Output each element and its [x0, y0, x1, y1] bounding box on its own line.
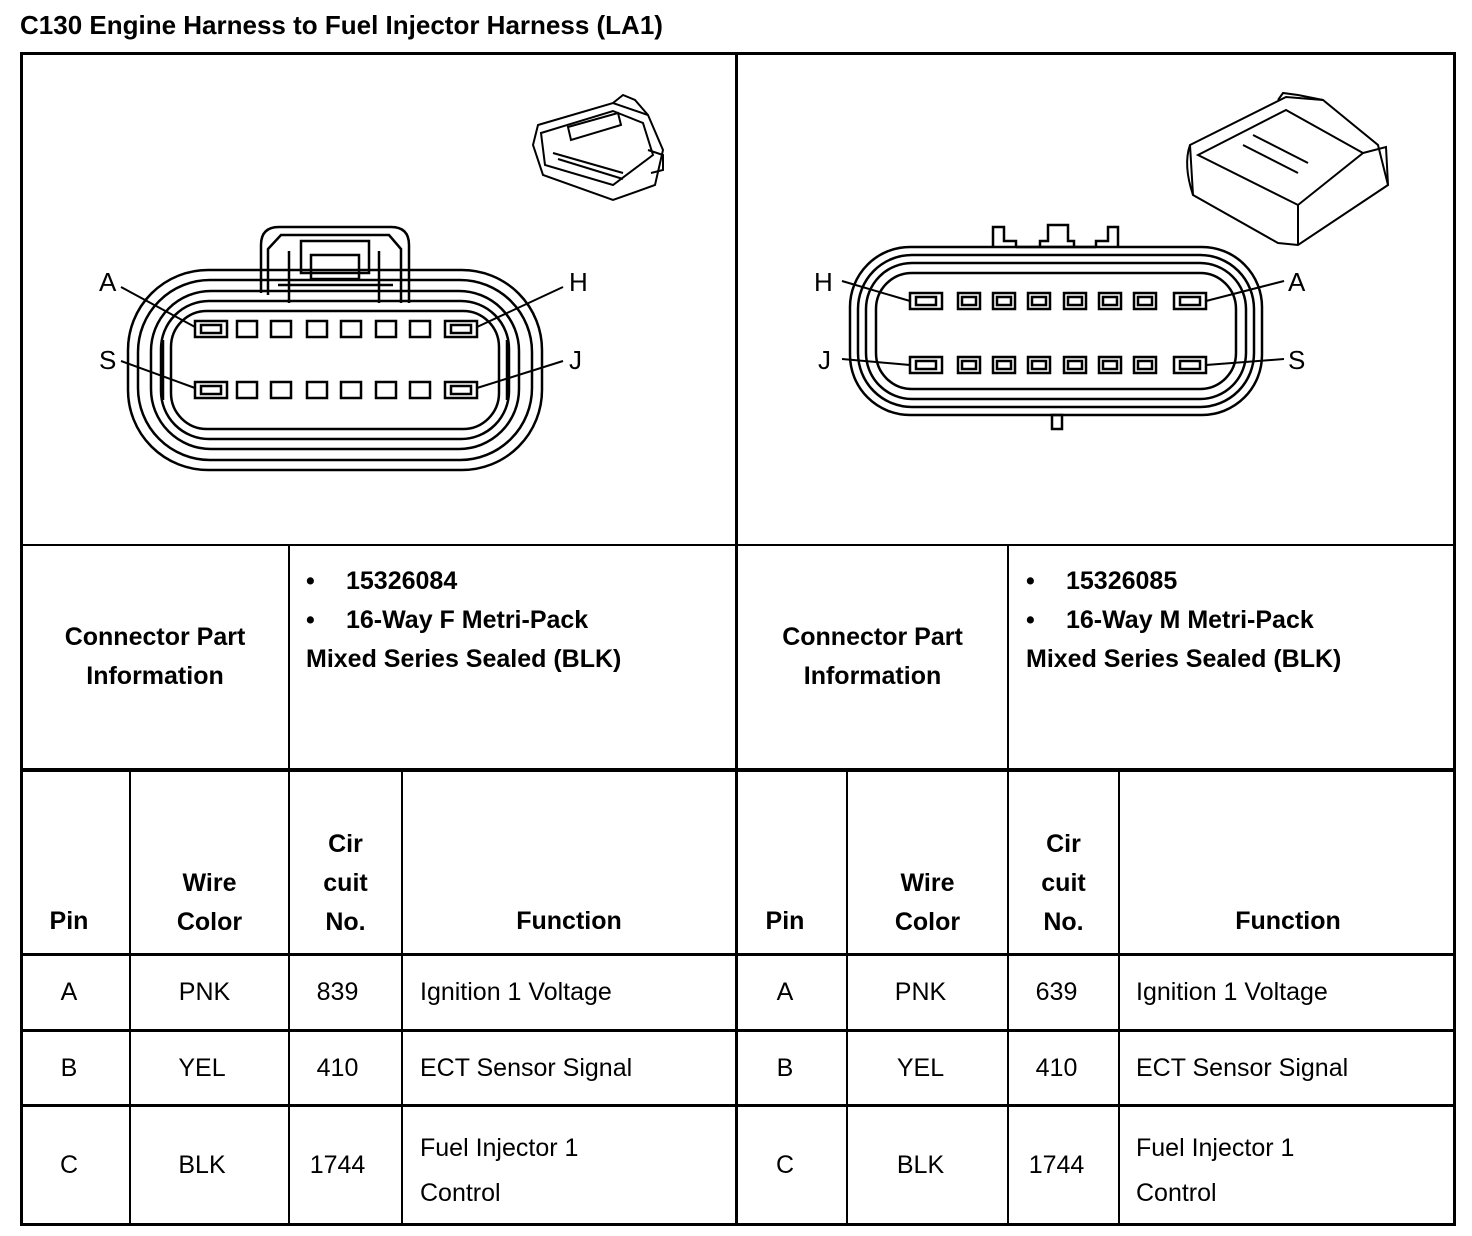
male-pin-terminals: [908, 291, 1208, 375]
right-part-desc-line: • 16-Way M Metri-Pack: [1026, 601, 1446, 640]
left-row-c-function: Fuel Injector 1 Control: [420, 1126, 730, 1216]
left-circuit-divider: [401, 770, 403, 1226]
left-part-number: 15326084: [346, 567, 458, 595]
left-header-circuit: Cir cuit No.: [290, 825, 401, 942]
left-connector-part-label: Connector Part Information: [22, 618, 288, 696]
row-b-bottom-rule: [20, 1104, 1456, 1107]
left-pin-label-s: S: [99, 345, 116, 375]
right-header-pin: Pin: [765, 907, 805, 935]
left-header-wire-color: Wire Color: [131, 864, 288, 942]
right-pin-label-j: J: [818, 345, 831, 375]
left-row-a-wire: PNK: [178, 978, 231, 1006]
bullet: •: [1026, 567, 1035, 595]
right-pin-label-h: H: [814, 267, 833, 297]
center-divider: [735, 52, 738, 1226]
diagram-bottom-rule: [20, 544, 1456, 546]
right-row-a-function: Ignition 1 Voltage: [1136, 978, 1328, 1006]
header-bottom-rule: [20, 953, 1456, 956]
right-part-number: 15326085: [1066, 567, 1178, 595]
left-row-b-function: ECT Sensor Signal: [420, 1054, 633, 1082]
left-pin-divider: [129, 770, 131, 1226]
right-row-b-pin: B: [776, 1054, 794, 1082]
left-row-c-circuit: 1744: [309, 1151, 366, 1179]
bullet: •: [306, 567, 315, 595]
female-connector-3d-icon: [531, 93, 665, 202]
right-part-number-line: • 15326085: [1026, 562, 1446, 601]
right-row-c-function-line2: Control: [1136, 1179, 1217, 1207]
left-pin-label-j: J: [569, 345, 582, 375]
left-part-info: • 15326084 • 16-Way F Metri-Pack Mixed Ser…: [306, 562, 726, 679]
left-row-a-circuit: 839: [316, 978, 359, 1006]
left-leader-lines: [120, 286, 564, 389]
right-row-b-function: ECT Sensor Signal: [1136, 1054, 1349, 1082]
right-connector-part-label: Connector Part Information: [738, 618, 1007, 696]
left-part-desc-line: • 16-Way F Metri-Pack: [306, 601, 726, 640]
right-header-function: Function: [1235, 907, 1341, 935]
male-connector-3d-icon: [1186, 91, 1390, 247]
right-row-a-circuit: 639: [1035, 978, 1078, 1006]
right-pin-divider: [846, 770, 848, 1226]
right-row-c-function-line1: Fuel Injector 1: [1136, 1134, 1295, 1162]
right-row-a-pin: A: [776, 978, 794, 1006]
right-connector-part-text: Connector Part Information: [782, 623, 963, 690]
left-header-circuit-text: Cir cuit No.: [323, 830, 368, 936]
right-part-info: • 15326085 • 16-Way M Metri-Pack Mixed Ser…: [1026, 562, 1446, 679]
right-circuit-divider: [1118, 770, 1120, 1226]
right-connector-diagram: H A J S: [814, 91, 1390, 431]
part-info-bottom-rule: [20, 768, 1456, 772]
left-part-desc-2: Mixed Series Sealed (BLK): [306, 645, 622, 673]
left-connector-part-text: Connector Part Information: [64, 623, 246, 690]
right-row-c-function: Fuel Injector 1 Control: [1136, 1126, 1446, 1216]
left-connector-diagram: A H S J: [99, 93, 665, 472]
right-header-circuit: Cir cuit No.: [1009, 825, 1118, 942]
left-row-c-pin: C: [59, 1151, 79, 1179]
left-row-a-function: Ignition 1 Voltage: [420, 978, 612, 1006]
right-leader-lines: [841, 280, 1285, 366]
right-row-a-wire: PNK: [894, 978, 947, 1006]
left-part-number-line: • 15326084: [306, 562, 726, 601]
right-info-divider: [1007, 545, 1009, 1226]
male-connector-face: [848, 223, 1264, 431]
left-row-c-wire: BLK: [178, 1151, 226, 1179]
right-pin-label-s: S: [1288, 345, 1305, 375]
right-header-circuit-text: Cir cuit No.: [1041, 830, 1086, 936]
left-header-pin: Pin: [49, 907, 89, 935]
female-pin-cavities: [193, 319, 479, 400]
bullet: •: [306, 606, 315, 634]
left-row-a-pin: A: [60, 978, 78, 1006]
left-row-b-circuit: 410: [316, 1054, 359, 1082]
left-part-desc-1: 16-Way F Metri-Pack: [346, 606, 589, 634]
right-part-desc-2: Mixed Series Sealed (BLK): [1026, 645, 1342, 673]
right-pin-label-a: A: [1288, 267, 1306, 297]
right-row-c-pin: C: [775, 1151, 795, 1179]
bullet: •: [1026, 606, 1035, 634]
left-pin-label-a: A: [99, 267, 117, 297]
right-row-b-circuit: 410: [1035, 1054, 1078, 1082]
right-row-c-circuit: 1744: [1028, 1151, 1085, 1179]
left-pin-label-h: H: [569, 267, 588, 297]
left-info-divider: [288, 545, 290, 1226]
left-row-c-function-line1: Fuel Injector 1: [420, 1134, 579, 1162]
connector-table-frame: [20, 52, 1456, 1226]
left-row-c-function-line2: Control: [420, 1179, 501, 1207]
right-part-desc-1: 16-Way M Metri-Pack: [1066, 606, 1314, 634]
row-a-bottom-rule: [20, 1029, 1456, 1032]
left-header-function: Function: [516, 907, 622, 935]
female-connector-face: [126, 225, 544, 472]
left-row-b-wire: YEL: [178, 1054, 226, 1082]
right-header-wire-text: Wire Color: [894, 869, 961, 936]
left-header-wire-text: Wire Color: [176, 869, 243, 936]
right-header-wire-color: Wire Color: [848, 864, 1007, 942]
right-row-b-wire: YEL: [896, 1054, 945, 1082]
left-row-b-pin: B: [60, 1054, 78, 1082]
page-title: C130 Engine Harness to Fuel Injector Har…: [20, 10, 663, 40]
right-row-c-wire: BLK: [896, 1151, 945, 1179]
